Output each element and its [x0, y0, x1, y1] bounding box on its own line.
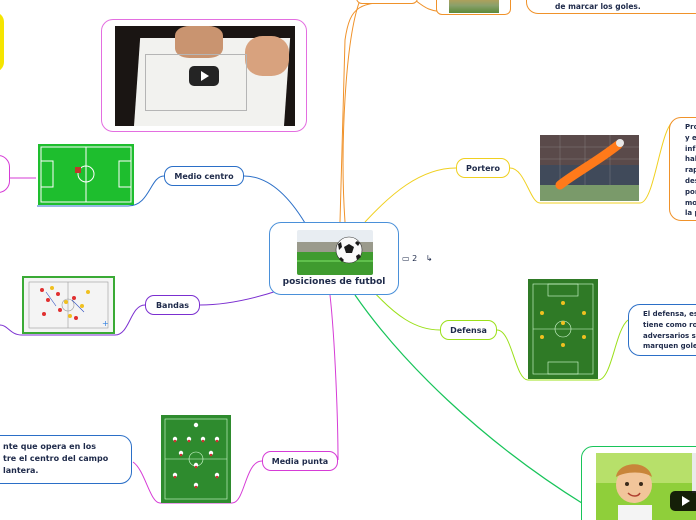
defensa-note-line-3: adversarios se — [643, 331, 696, 340]
top-note-text: de marcar los goles. — [555, 2, 641, 11]
media-punta-note-line-1: nte que opera en los — [3, 442, 97, 451]
central-topic[interactable]: posiciones de futbol — [269, 222, 399, 295]
link-icon[interactable]: ↳ — [425, 254, 433, 263]
defensa-note-line-2: tiene como ro — [643, 320, 696, 329]
defensa-note-line-1: El defensa, es — [643, 310, 696, 318]
node-media-punta[interactable]: Media punta — [262, 451, 338, 471]
central-topic-title: posiciones de futbol — [282, 277, 386, 287]
node-defensa-label: Defensa — [450, 325, 487, 335]
medio-centro-image-card[interactable] — [36, 143, 136, 208]
formation-image-defensa — [528, 279, 598, 379]
play-icon[interactable] — [189, 66, 219, 86]
portero-note-card[interactable]: Pro y e inf hal rap des por mo la p — [669, 117, 696, 221]
portero-note-line-2: y e — [685, 133, 696, 142]
cartoon-player-image — [596, 453, 696, 520]
central-topic-image — [297, 230, 373, 275]
left-top-partial[interactable] — [0, 12, 4, 72]
portero-note-line-4: hal — [685, 155, 696, 164]
node-bandas[interactable]: Bandas — [145, 295, 200, 315]
portero-note-line-1: Pro — [685, 123, 696, 131]
svg-text:+: + — [102, 319, 109, 328]
node-medio-centro[interactable]: Medio centro — [164, 166, 244, 186]
portero-note-line-6: des — [685, 176, 696, 185]
play-icon-bottom[interactable] — [670, 491, 696, 511]
bandas-image-card[interactable]: + — [22, 276, 115, 334]
portero-note-line-5: rap — [685, 166, 696, 175]
node-bandas-label: Bandas — [155, 300, 190, 310]
media-punta-image-card[interactable] — [161, 415, 231, 503]
comment-count: 2 — [412, 254, 418, 263]
media-punta-note-line-2: tre el centro del campo — [3, 454, 109, 463]
hand-right — [245, 36, 289, 76]
node-medio-centro-label: Medio centro — [174, 171, 234, 181]
top-thumbnail-card[interactable] — [436, 0, 511, 15]
defensa-note-line-4: marquen gole — [643, 342, 696, 351]
portero-image-card[interactable] — [540, 135, 639, 201]
node-portero[interactable]: Portero — [456, 158, 510, 178]
video-card-bottom[interactable] — [581, 446, 696, 520]
pitch-image-medio-centro — [38, 144, 134, 205]
pitch-sketch — [145, 54, 247, 111]
portero-note-line-7: por — [685, 187, 696, 196]
defensa-note-card[interactable]: El defensa, es tiene como ro adversarios… — [628, 304, 696, 356]
tactics-board-image: + — [22, 276, 115, 334]
comment-badge[interactable]: ▭ 2 ↳ — [402, 254, 432, 263]
defensa-image-card[interactable] — [528, 279, 598, 379]
hand-left — [175, 26, 223, 58]
top-thumbnail-image — [449, 0, 499, 13]
soccer-ball-icon — [297, 230, 373, 275]
formation-image-media-punta — [161, 415, 231, 503]
media-punta-note-card[interactable]: nte que opera en los tre el centro del c… — [0, 435, 132, 484]
node-media-punta-label: Media punta — [271, 456, 329, 466]
portero-note-line-3: inf — [685, 144, 696, 153]
node-defensa[interactable]: Defensa — [440, 320, 497, 340]
portero-note-line-9: la p — [685, 209, 696, 218]
node-portero-label: Portero — [466, 163, 500, 173]
comment-icon: ▭ — [402, 254, 410, 263]
top-partial-node[interactable] — [356, 0, 418, 4]
top-note-card[interactable]: de marcar los goles. — [526, 0, 696, 14]
portero-note-line-8: mo — [685, 198, 696, 207]
video-card-top[interactable] — [101, 19, 307, 132]
left-partial-node-2 — [0, 300, 4, 330]
media-punta-note-line-3: lantera. — [3, 466, 39, 475]
goalkeeper-image — [540, 135, 639, 201]
